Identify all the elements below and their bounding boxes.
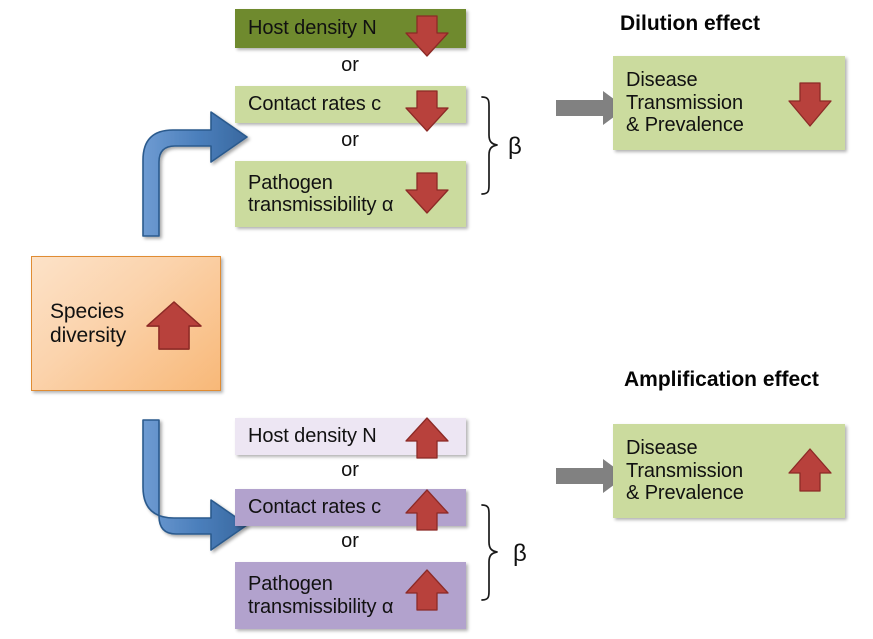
gray-arrow-bottom [556, 459, 626, 493]
arrow-up-icon [405, 489, 449, 531]
arrow-down-icon [788, 82, 832, 127]
arrow-up-icon [405, 569, 449, 611]
arrow-down-icon [405, 90, 449, 132]
brace-bottom [481, 504, 498, 601]
top-or-label-2: or [341, 129, 359, 151]
top-factor-pathogen-transmissibility-label: Pathogen transmissibility α [248, 171, 394, 216]
bottom-outcome-label: Disease Transmission & Prevalence [626, 437, 744, 505]
arrow-up-icon [146, 301, 202, 350]
top-factor-pathogen-transmissibility[interactable]: Pathogen transmissibility α [235, 161, 466, 227]
bottom-factor-host-density-label: Host density N [248, 425, 377, 448]
bottom-beta-label: β [513, 540, 527, 567]
blue-arrow-up-right [142, 111, 248, 237]
top-factor-contact-rates-label: Contact rates c [248, 93, 382, 116]
bottom-or-label-1: or [341, 459, 359, 481]
top-beta-label: β [508, 133, 522, 160]
bottom-factor-host-density[interactable]: Host density N [235, 417, 466, 459]
top-factor-host-density-label: Host density N [248, 17, 377, 40]
arrow-up-icon [405, 417, 449, 459]
species-diversity-label: Species diversity [50, 299, 127, 347]
top-factor-host-density[interactable]: Host density N [235, 9, 466, 57]
bottom-or-label-2: or [341, 530, 359, 552]
bottom-factor-pathogen-transmissibility[interactable]: Pathogen transmissibility α [235, 562, 466, 629]
bottom-outcome-disease-transmission[interactable]: Disease Transmission & Prevalence [613, 424, 845, 518]
dilution-effect-title: Dilution effect [620, 12, 760, 35]
brace-top [481, 96, 498, 195]
species-diversity-box[interactable]: Species diversity [31, 256, 221, 391]
gray-arrow-top [556, 91, 626, 125]
blue-arrow-down-right [142, 419, 248, 551]
bottom-factor-pathogen-transmissibility-label: Pathogen transmissibility α [248, 573, 394, 618]
bottom-factor-contact-rates-label: Contact rates c [248, 496, 382, 519]
arrow-up-icon [788, 448, 832, 492]
arrow-down-icon [405, 172, 449, 214]
top-outcome-label: Disease Transmission & Prevalence [626, 69, 744, 137]
amplification-effect-title: Amplification effect [624, 368, 819, 391]
top-outcome-disease-transmission[interactable]: Disease Transmission & Prevalence [613, 56, 845, 150]
top-or-label-1: or [341, 54, 359, 76]
top-factor-contact-rates[interactable]: Contact rates c [235, 86, 466, 132]
bottom-factor-contact-rates[interactable]: Contact rates c [235, 489, 466, 531]
arrow-down-icon [405, 15, 449, 57]
